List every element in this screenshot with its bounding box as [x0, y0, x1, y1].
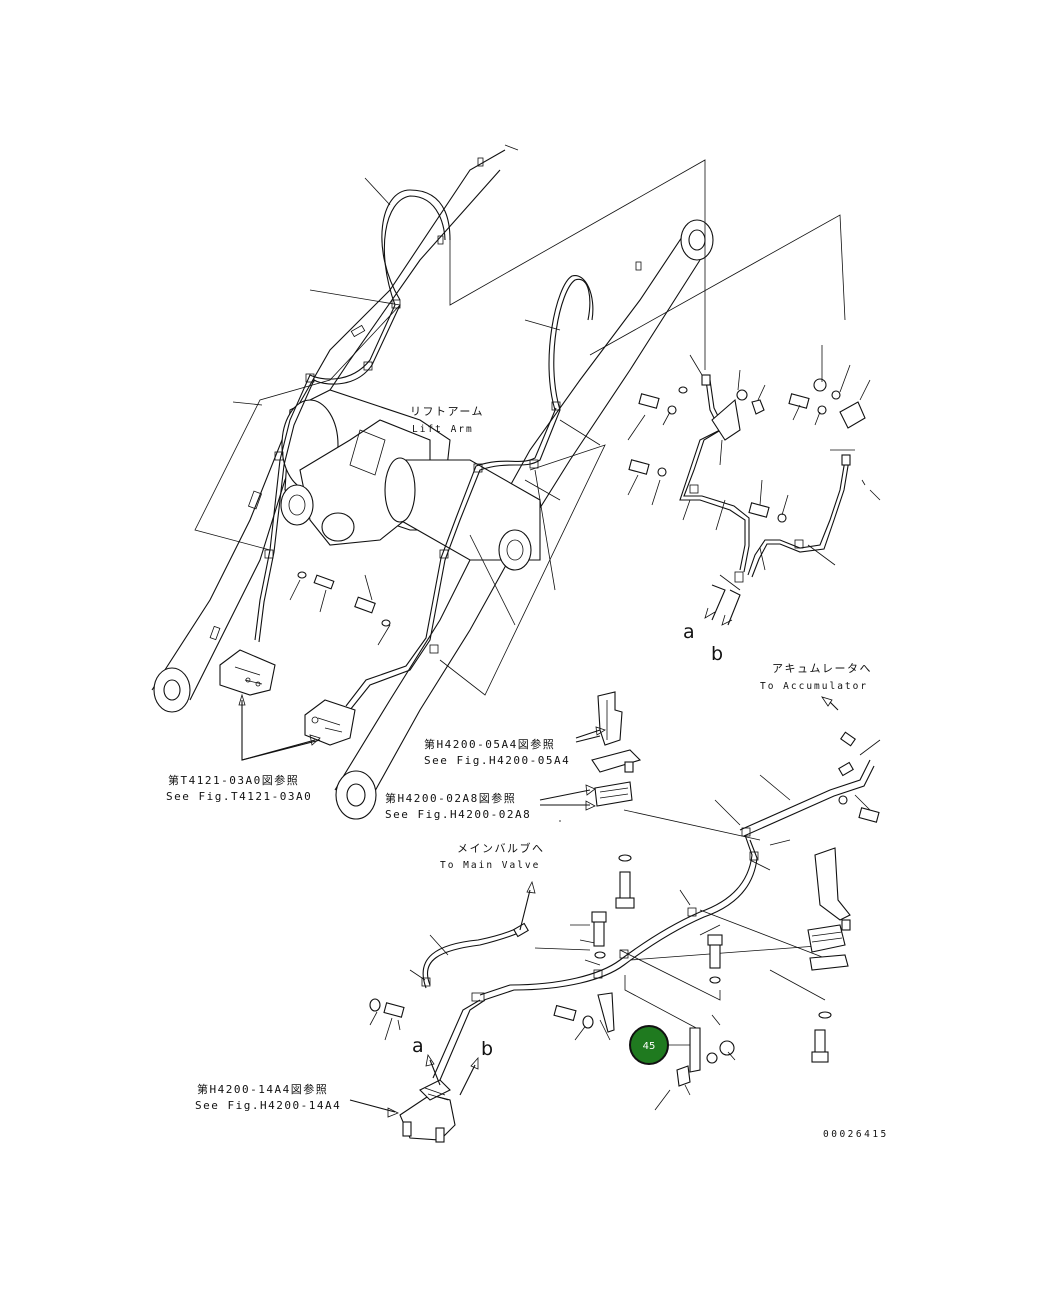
marker-a-bottom: a — [412, 1035, 424, 1057]
reference-h4200-14a4: 第H4200-14A4図参照 See Fig.H4200-14A4 — [195, 1082, 341, 1112]
reference-h4200-02a8-en: See Fig.H4200-02A8 — [385, 808, 531, 821]
left-bracket — [219, 649, 276, 696]
arrows — [238, 693, 856, 1118]
callout-45-number[interactable]: 45 — [643, 1041, 656, 1052]
main-valve-label: メインバルブへ To Main Valve — [440, 841, 545, 871]
main-valve-label-en: To Main Valve — [440, 860, 540, 871]
accumulator-label-en: To Accumulator — [760, 681, 868, 692]
lift-arm-label: リフトアーム Lift Arm — [410, 405, 484, 435]
lift-arm-label-jp: リフトアーム — [410, 405, 484, 418]
arm-bolts — [289, 571, 391, 646]
lower-leaders — [409, 739, 881, 1041]
accumulator-label-jp: アキュムレータへ — [772, 662, 872, 675]
right-arm-hose — [345, 275, 594, 711]
callout-45-marker[interactable] — [629, 1025, 669, 1065]
marker-b-bottom: b — [481, 1038, 493, 1060]
drawing-code: 00026415 — [823, 1129, 889, 1140]
marker-b-top: b — [711, 643, 723, 665]
upper-right-pipes — [679, 374, 866, 583]
lower-hardware — [369, 691, 880, 1111]
reference-h4200-05a4-en: See Fig.H4200-05A4 — [424, 754, 570, 767]
left-arm-leaders — [194, 144, 846, 696]
reference-h4200-02a8: 第H4200-02A8図参照 See Fig.H4200-02A8 — [385, 791, 531, 821]
valve-block — [399, 1079, 456, 1143]
reference-t4121-jp: 第T4121-03A0図参照 — [168, 773, 299, 787]
accumulator-label: アキュムレータへ To Accumulator — [760, 662, 872, 692]
reference-t4121: 第T4121-03A0図参照 See Fig.T4121-03A0 — [166, 773, 312, 803]
reference-h4200-05a4-jp: 第H4200-05A4図参照 — [424, 737, 555, 751]
reference-h4200-02a8-jp: 第H4200-02A8図参照 — [385, 791, 516, 805]
reference-h4200-05a4: 第H4200-05A4図参照 See Fig.H4200-05A4 — [424, 737, 570, 767]
cross-tube — [280, 389, 541, 571]
reference-h4200-14a4-jp: 第H4200-14A4図参照 — [197, 1082, 328, 1096]
left-lift-arm — [151, 149, 506, 713]
upper-right-hardware — [627, 345, 881, 626]
left-arm-hose — [254, 189, 451, 643]
reference-h4200-14a4-en: See Fig.H4200-14A4 — [195, 1099, 341, 1112]
marker-a-top: a — [683, 621, 695, 643]
main-valve-label-jp: メインバルブへ — [457, 841, 545, 855]
callout-45[interactable]: 45 — [629, 1025, 690, 1065]
lift-arm-label-en: Lift Arm — [412, 424, 474, 435]
right-bracket — [304, 699, 356, 746]
lower-pipe-assembly — [421, 759, 875, 1081]
reference-t4121-en: See Fig.T4121-03A0 — [166, 790, 312, 803]
